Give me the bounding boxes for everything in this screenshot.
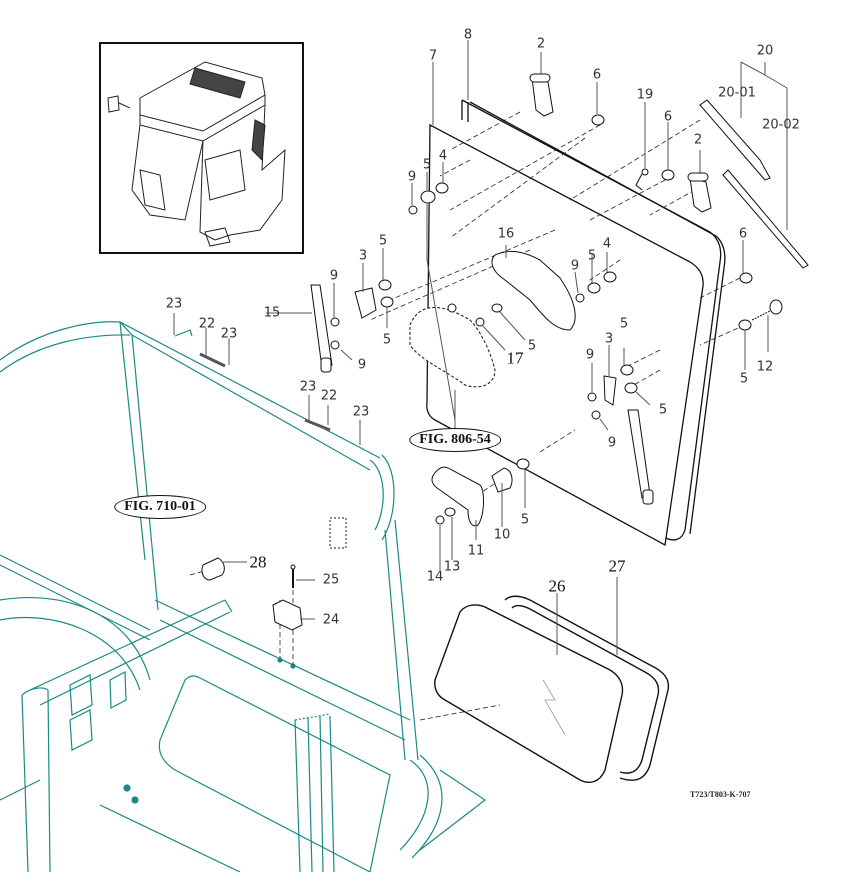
- cab-frame: [0, 321, 487, 872]
- callout-13: 13: [443, 559, 461, 575]
- callout-23: 23: [220, 326, 238, 342]
- leader-lines: [173, 40, 788, 655]
- hardware: [201, 73, 809, 631]
- callout-9: 9: [607, 435, 617, 451]
- callout-5: 5: [739, 371, 749, 387]
- callout-5: 5: [619, 316, 629, 332]
- drawing-code: T723/T803-K-707: [690, 790, 751, 799]
- cab-thumbnail: [99, 42, 304, 254]
- figure-reference-806-54[interactable]: FIG. 806-54: [409, 428, 501, 452]
- callout-9: 9: [585, 347, 595, 363]
- callout-3: 3: [358, 248, 368, 264]
- callout-11: 11: [467, 543, 485, 559]
- rear-window: [434, 595, 670, 783]
- callout-5: 5: [378, 233, 388, 249]
- callout-15: 15: [263, 305, 281, 321]
- callout-28: 28: [249, 552, 267, 572]
- callout-26: 26: [548, 576, 566, 596]
- callout-6: 6: [738, 226, 748, 242]
- callout-8: 8: [463, 27, 473, 43]
- callout-9: 9: [357, 357, 367, 373]
- callout-25: 25: [322, 572, 340, 588]
- callout-20-01: 20-01: [718, 85, 756, 101]
- callout-5: 5: [658, 402, 668, 418]
- callout-5: 5: [527, 338, 537, 354]
- callout-9: 9: [570, 258, 580, 274]
- callout-6: 6: [663, 109, 673, 125]
- callout-19: 19: [636, 87, 654, 103]
- callout-6: 6: [592, 67, 602, 83]
- door-glass-7: [426, 123, 704, 547]
- callout-4: 4: [438, 148, 448, 164]
- callout-9: 9: [329, 268, 339, 284]
- callout-20-02: 20-02: [762, 117, 800, 133]
- callout-2: 2: [536, 36, 546, 52]
- callout-12: 12: [756, 359, 774, 375]
- callout-23: 23: [165, 296, 183, 312]
- callout-20: 20: [756, 43, 774, 59]
- callout-27: 27: [608, 556, 626, 576]
- figure-reference-710-01[interactable]: FIG. 710-01: [114, 495, 206, 519]
- callout-22: 22: [320, 388, 338, 404]
- callout-3: 3: [604, 331, 614, 347]
- callout-7: 7: [428, 48, 438, 64]
- callout-24: 24: [322, 612, 340, 628]
- callout-23: 23: [299, 379, 317, 395]
- callout-17: 17: [506, 348, 524, 368]
- callout-5: 5: [587, 248, 597, 264]
- callout-22: 22: [198, 316, 216, 332]
- callout-10: 10: [493, 527, 511, 543]
- callout-23: 23: [352, 404, 370, 420]
- door-seal-8: [461, 99, 726, 541]
- callout-5: 5: [422, 157, 432, 173]
- callout-2: 2: [693, 132, 703, 148]
- callout-5: 5: [382, 332, 392, 348]
- callout-9: 9: [407, 169, 417, 185]
- callout-4: 4: [602, 236, 612, 252]
- callout-16: 16: [497, 226, 515, 242]
- callout-5: 5: [520, 512, 530, 528]
- callout-14: 14: [426, 569, 444, 585]
